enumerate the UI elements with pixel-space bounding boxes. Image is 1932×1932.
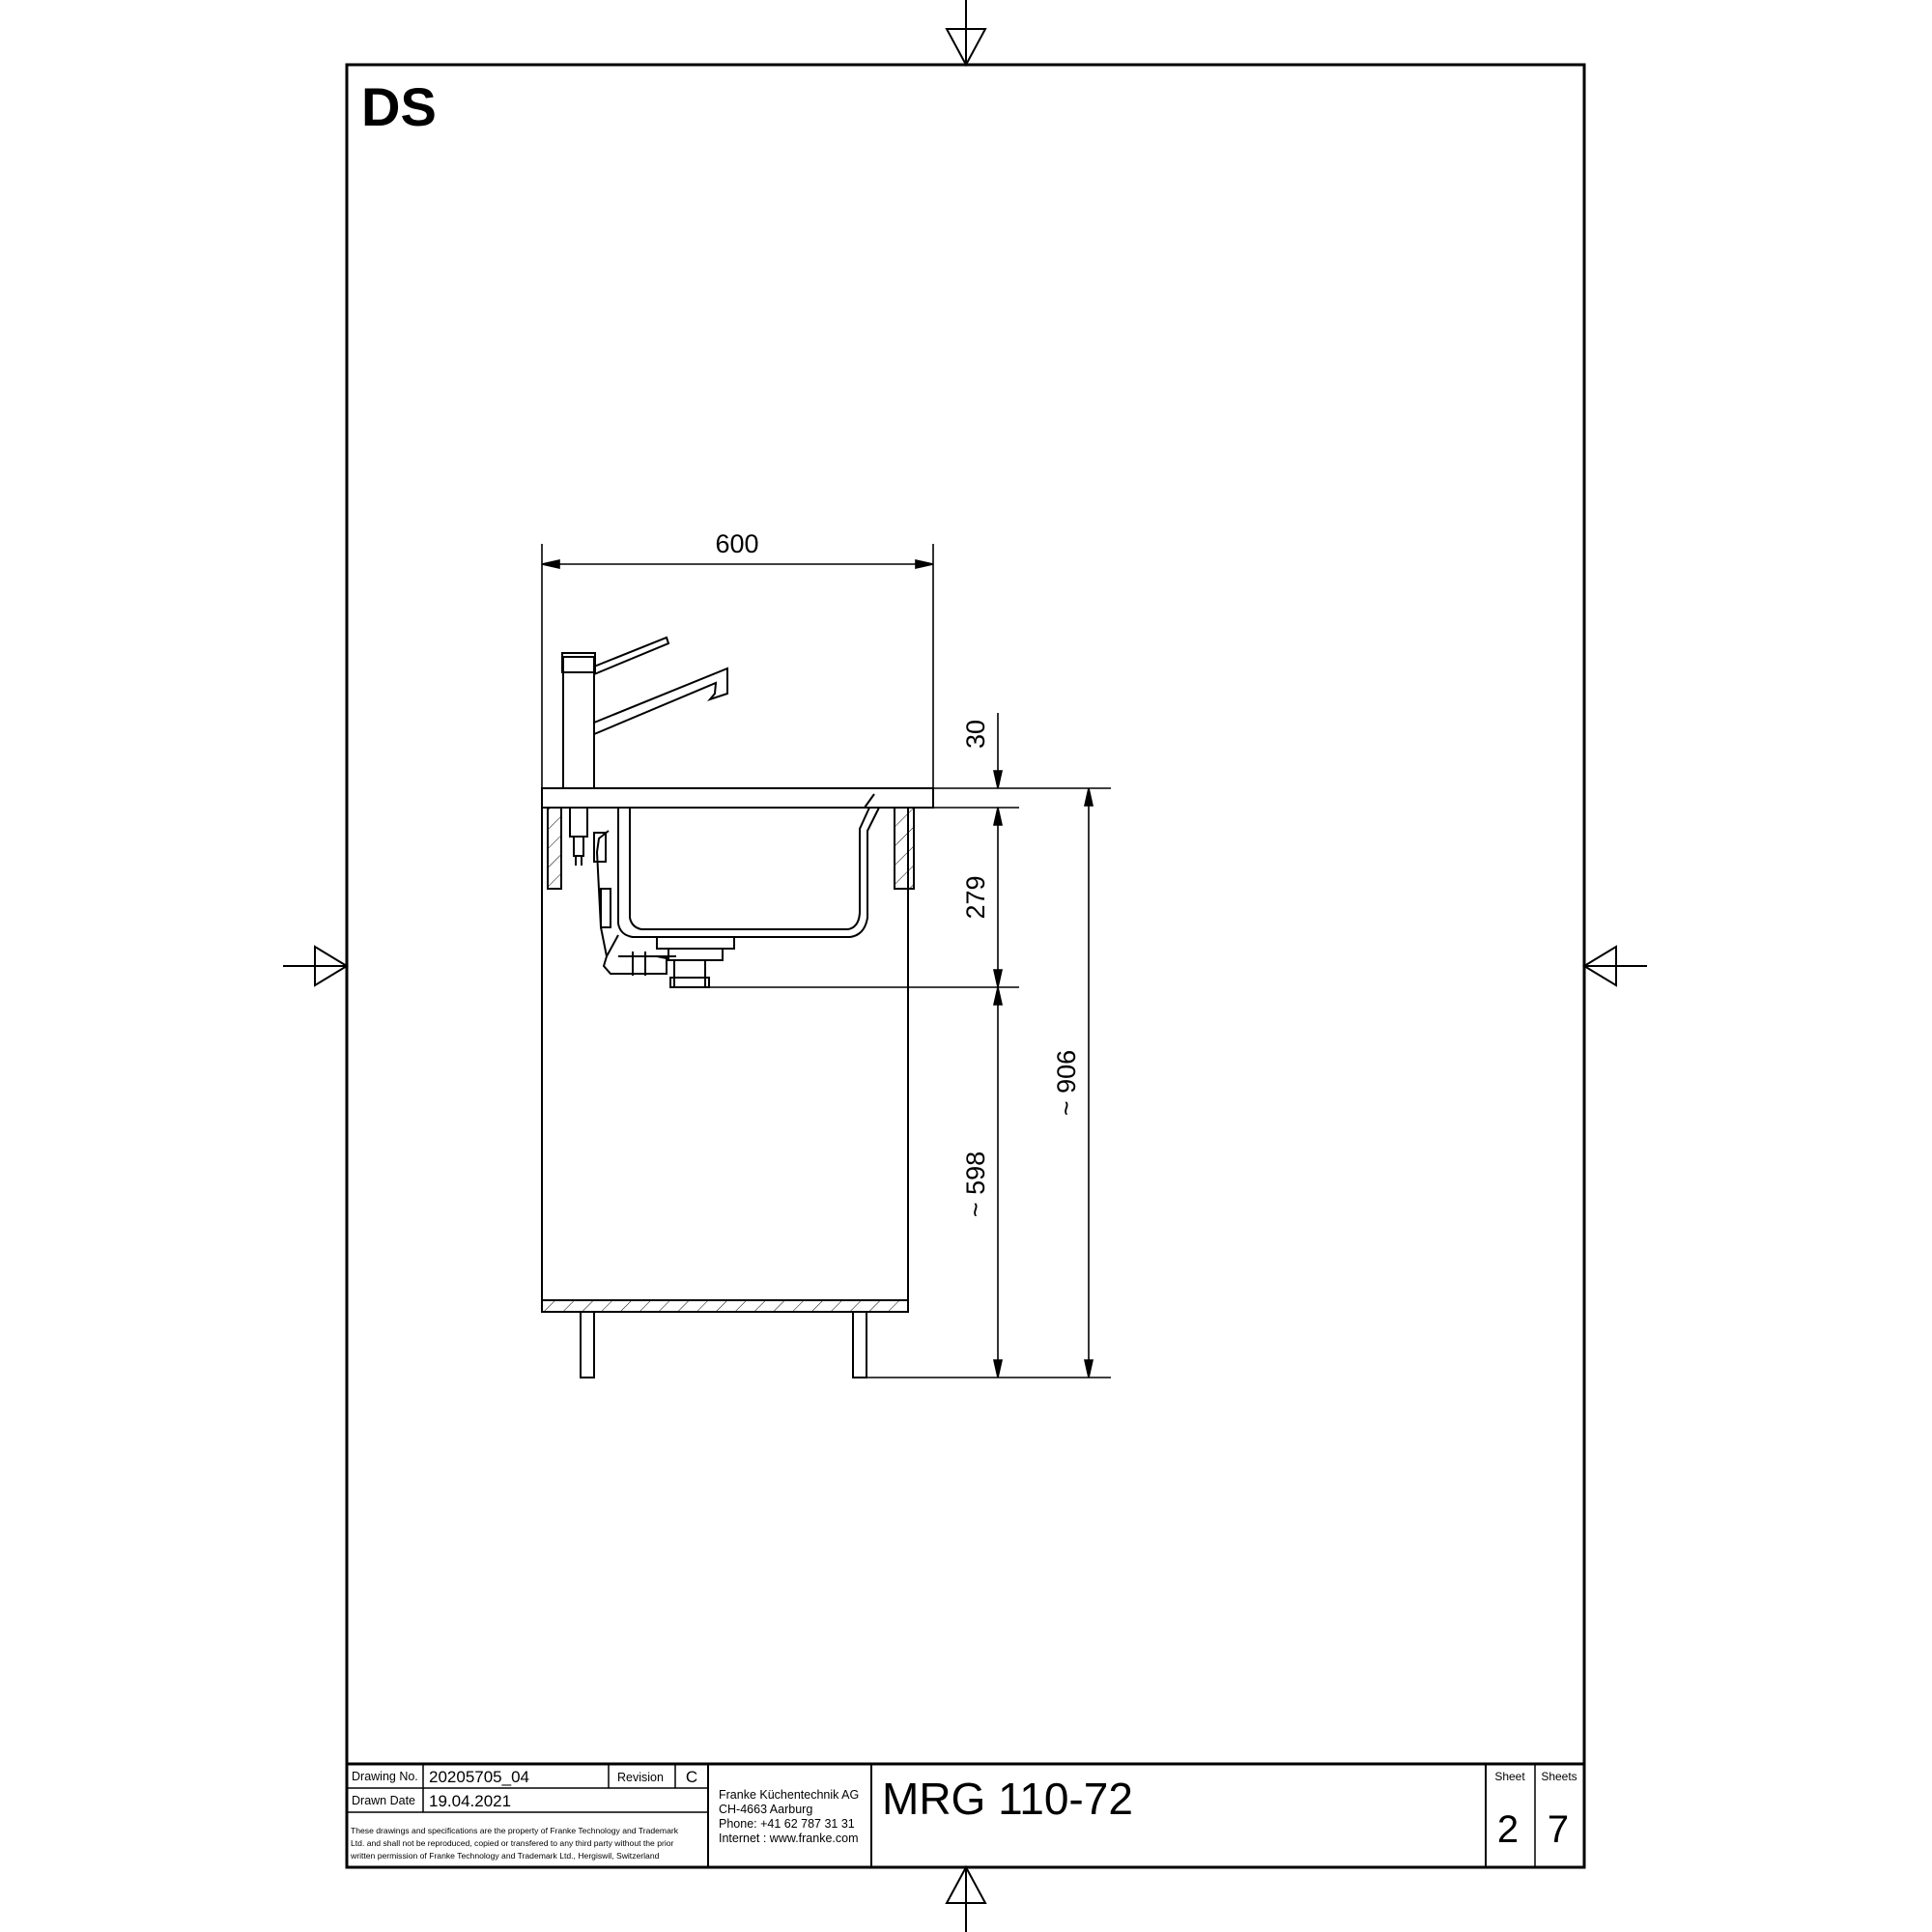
centering-mark-right [1582,945,1647,987]
drain [656,936,735,950]
drawing-no-label: Drawing No. [352,1770,418,1783]
side-wall-right [894,807,915,890]
sheet-number: 2 [1497,1808,1519,1851]
legal-line-2: Ltd. and shall not be reproduced, copied… [351,1838,674,1848]
dim-under-height-label: ~ 598 [961,1151,990,1217]
legal-line-3: written permission of Franke Technology … [350,1851,660,1861]
drawing-no-value: 20205705_04 [429,1768,529,1786]
sink-bowl [617,807,880,938]
sheet-label: DS [361,76,437,137]
faucet-handle [593,636,670,675]
company-website: Internet : www.franke.com [719,1832,859,1845]
drawn-date-value: 19.04.2021 [429,1792,511,1810]
sheets-total: 7 [1548,1808,1569,1851]
title-block [347,1762,1584,1867]
centering-mark-bottom [945,1864,987,1932]
drawing-title: MRG 110-72 [882,1774,1133,1824]
drawn-date-label: Drawn Date [352,1794,415,1807]
centering-mark-top [945,0,987,68]
company-name: Franke Küchentechnik AG [719,1788,859,1802]
faucet-spout [593,667,728,735]
faucet-body [562,656,595,789]
cabinet-base [541,1299,909,1313]
dim-top-thickness-label: 30 [961,720,990,749]
dimension-lines [541,544,1111,1378]
revision-label: Revision [617,1771,664,1784]
dim-bowl-depth-label: 279 [961,875,990,919]
drawing-frame [345,63,1586,1869]
side-wall-left [547,807,562,890]
sheet-header: Sheet [1494,1770,1525,1783]
leg-left [580,1311,595,1378]
countertop [541,787,934,809]
dim-width-label: 600 [715,529,758,558]
centering-mark-left [283,945,349,987]
dim-total-height-label: ~ 906 [1052,1050,1081,1116]
revision-value: C [686,1768,697,1786]
company-phone: Phone: +41 62 787 31 31 [719,1817,855,1831]
sheets-header: Sheets [1541,1770,1577,1783]
leg-right [852,1311,867,1378]
company-address: CH-4663 Aarburg [719,1803,812,1816]
sink-cabinet-drawing [541,636,934,1378]
legal-line-1: These drawings and specifications are th… [351,1826,679,1835]
